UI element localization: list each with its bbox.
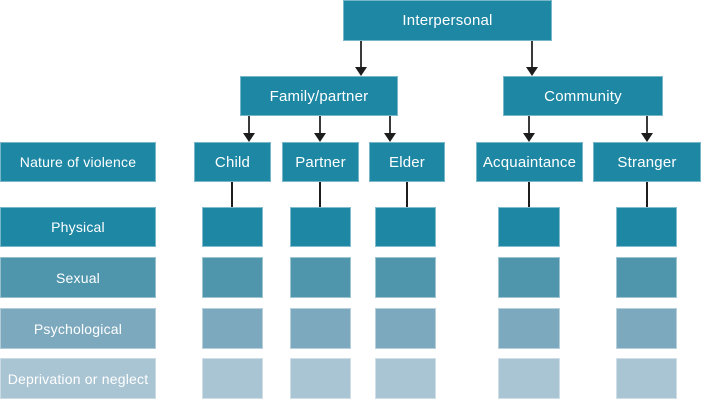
connector-line xyxy=(231,182,233,207)
arrow-down-icon xyxy=(355,67,367,76)
cell-child-sexual xyxy=(202,257,263,298)
row-label-physical: Physical xyxy=(0,207,156,247)
cell-partner-sexual xyxy=(290,257,351,298)
cell-acquaintance-sexual xyxy=(498,257,560,298)
arrow-down-icon xyxy=(523,133,535,142)
connector-line xyxy=(531,41,533,67)
connector-line xyxy=(528,116,530,133)
cell-stranger-sexual xyxy=(616,257,677,298)
connector-line xyxy=(248,116,250,133)
cell-elder-deprivation xyxy=(375,358,436,399)
cell-acquaintance-deprivation xyxy=(498,358,560,399)
cell-elder-sexual xyxy=(375,257,436,298)
row-label-psychological: Psychological xyxy=(0,308,156,349)
cell-stranger-psychological xyxy=(616,308,677,349)
cell-stranger-deprivation xyxy=(616,358,677,399)
node-elder: Elder xyxy=(369,142,445,182)
node-family-partner: Family/partner xyxy=(240,76,398,116)
connector-line xyxy=(528,182,530,207)
node-child: Child xyxy=(194,142,271,182)
cell-partner-deprivation xyxy=(290,358,351,399)
connector-line xyxy=(646,182,648,207)
connector-line xyxy=(406,182,408,207)
row-header-nature-of-violence: Nature of violence xyxy=(0,142,156,182)
cell-stranger-physical xyxy=(616,207,677,247)
connector-line xyxy=(319,116,321,133)
row-label-deprivation-or-neglect: Deprivation or neglect xyxy=(0,358,156,399)
connector-line xyxy=(389,116,391,133)
node-acquaintance: Acquaintance xyxy=(476,142,583,182)
row-label-sexual: Sexual xyxy=(0,257,156,298)
cell-child-deprivation xyxy=(202,358,263,399)
cell-child-psychological xyxy=(202,308,263,349)
cell-acquaintance-physical xyxy=(498,207,560,247)
cell-elder-psychological xyxy=(375,308,436,349)
cell-elder-physical xyxy=(375,207,436,247)
arrow-down-icon xyxy=(384,133,396,142)
node-interpersonal: Interpersonal xyxy=(343,0,552,41)
cell-child-physical xyxy=(202,207,263,247)
arrow-down-icon xyxy=(243,133,255,142)
connector-line xyxy=(360,41,362,67)
cell-partner-psychological xyxy=(290,308,351,349)
arrow-down-icon xyxy=(526,67,538,76)
cell-acquaintance-psychological xyxy=(498,308,560,349)
connector-line xyxy=(319,182,321,207)
connector-line xyxy=(646,116,648,133)
node-stranger: Stranger xyxy=(593,142,701,182)
cell-partner-physical xyxy=(290,207,351,247)
arrow-down-icon xyxy=(641,133,653,142)
node-community: Community xyxy=(503,76,663,116)
arrow-down-icon xyxy=(314,133,326,142)
node-partner: Partner xyxy=(282,142,359,182)
